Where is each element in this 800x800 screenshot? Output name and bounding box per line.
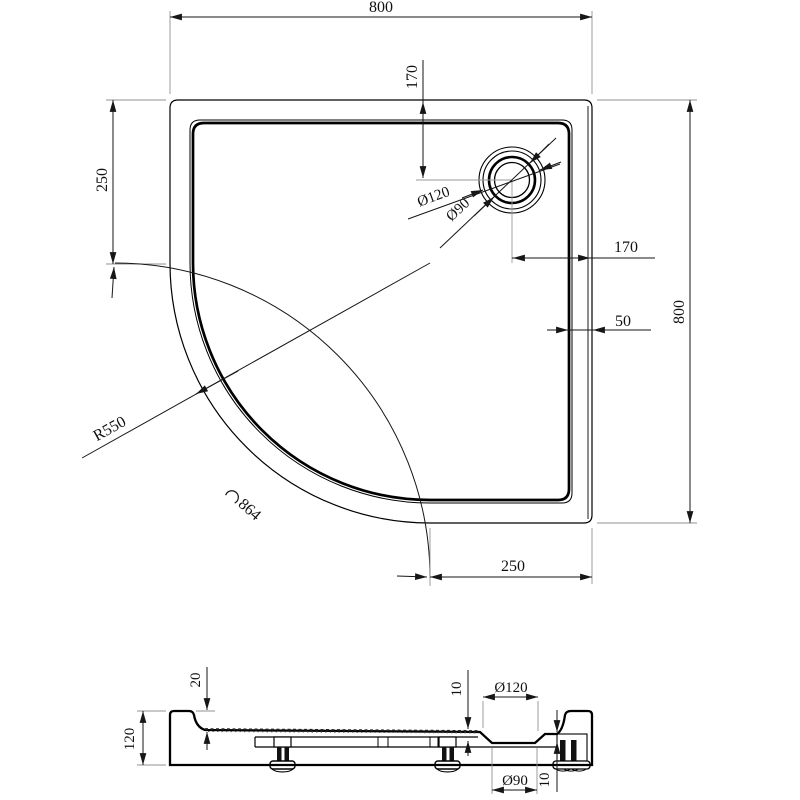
drain-waste bbox=[416, 146, 546, 263]
section-foot-right bbox=[552, 733, 591, 772]
dim-label-drain-offset-right: 170 bbox=[614, 239, 638, 256]
arc-length-label-group: 864 bbox=[225, 490, 264, 525]
dim-label-drain-offset-top: 170 bbox=[404, 65, 421, 89]
plan-inner-wall-edge bbox=[189, 119, 573, 504]
dim-label-total-height: 120 bbox=[122, 728, 138, 751]
dim-label-rim-width: 50 bbox=[615, 313, 631, 330]
section-floor-texture bbox=[204, 728, 481, 732]
dim-label-corner-radius: R550 bbox=[91, 413, 130, 445]
dim-drain-offset-top: 170 bbox=[404, 60, 427, 178]
dim-arc-length: 864 bbox=[109, 262, 431, 586]
dim-rim-width: 50 bbox=[547, 313, 651, 334]
dim-label-height-right: 800 bbox=[671, 300, 688, 324]
dim-label-recess-depth-left: 10 bbox=[449, 682, 465, 697]
dim-recess-depth-left: 10 bbox=[449, 670, 472, 756]
dim-label-recess-bottom-dia: Ø90 bbox=[502, 773, 528, 789]
dim-label-recess-depth-right: 10 bbox=[537, 773, 553, 788]
section-tray-outline bbox=[168, 709, 594, 767]
plan-view: 800 170 250 Ø120 Ø90 bbox=[81, 0, 697, 586]
dim-height-right: 800 bbox=[597, 99, 697, 524]
section-view: 120 20 10 Ø120 Ø90 bbox=[122, 667, 594, 794]
dim-label-left-straight: 250 bbox=[94, 168, 111, 192]
dim-bottom-straight: 250 bbox=[430, 528, 593, 584]
dim-width-top: 800 bbox=[169, 0, 593, 94]
dim-drain-offset-right: 170 bbox=[512, 239, 655, 262]
section-floor-texture-2 bbox=[207, 731, 479, 734]
dim-label-arc-length: 864 bbox=[235, 496, 264, 525]
arc-length-symbol bbox=[225, 490, 239, 504]
section-foot-left bbox=[269, 736, 296, 773]
plan-outer-outline bbox=[169, 99, 593, 524]
dim-label-width-top: 800 bbox=[369, 0, 393, 16]
dim-label-recess-top-dia: Ø120 bbox=[494, 680, 527, 696]
dim-label-bottom-straight: 250 bbox=[501, 558, 525, 575]
section-foot-middle bbox=[434, 736, 461, 773]
dim-recess-bottom-dia: Ø90 bbox=[491, 748, 538, 794]
dim-recess-depth-right: 10 bbox=[537, 710, 561, 792]
dim-label-rim-height: 20 bbox=[188, 673, 204, 688]
plan-floor-edge bbox=[191, 121, 571, 502]
dim-rim-height: 20 bbox=[188, 667, 215, 750]
dim-total-height: 120 bbox=[122, 710, 166, 766]
dim-recess-top-dia: Ø120 bbox=[482, 680, 539, 731]
dim-label-flange-dia: Ø120 bbox=[415, 184, 452, 210]
dim-left-straight: 250 bbox=[94, 99, 166, 265]
